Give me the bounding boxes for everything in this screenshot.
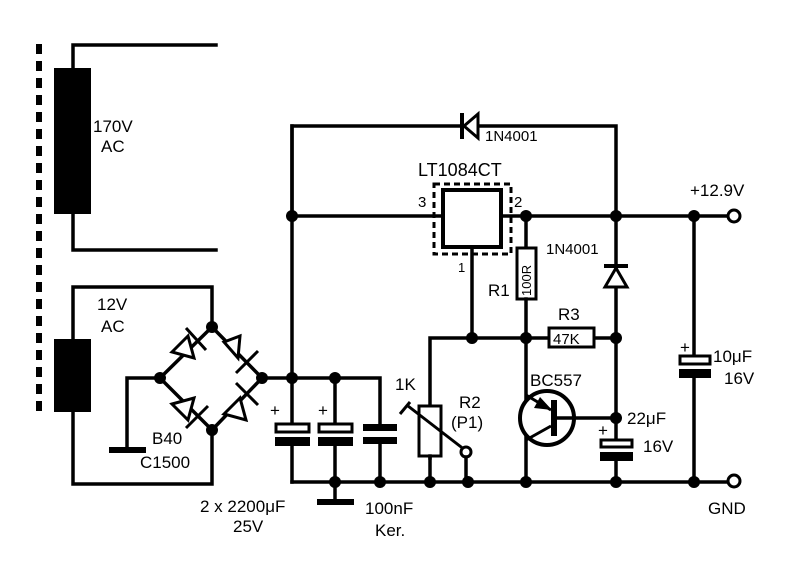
bridge-diode-2 [221, 333, 260, 375]
top-diode: 1N4001 [460, 110, 538, 145]
r1-resistor: 100R [515, 246, 538, 301]
side-diode-label: 1N4001 [546, 241, 599, 258]
output-voltage-label: +12.9V [690, 181, 745, 200]
input-caps-voltage-label: 25V [233, 517, 264, 536]
secondary-wire-bottom [71, 410, 214, 486]
dc-input-rail [260, 376, 382, 427]
bridge-diode-1 [169, 326, 208, 361]
secondary-ac-label: AC [101, 317, 125, 336]
input-caps-value-label: 2 x 2200μF [200, 497, 285, 516]
plus-sign: + [318, 401, 328, 420]
input-cap-1: + [270, 401, 311, 446]
rectifier-ground-symbol [109, 447, 146, 453]
cap-22uf: + 22μF 16V [598, 409, 674, 461]
pot-name: R2 [459, 393, 481, 412]
pot-value: 1K [395, 375, 416, 394]
adj-rail [428, 336, 618, 460]
top-diode-label: 1N4001 [485, 128, 538, 145]
r1-name: R1 [488, 281, 510, 300]
r1-value: 100R [519, 265, 534, 296]
gnd-label: GND [708, 499, 746, 518]
input-ground-symbol [317, 499, 354, 505]
primary-voltage-label: 170V [93, 117, 133, 136]
plus-sign: + [270, 401, 280, 420]
bridge-diode-3 [169, 395, 210, 430]
ceramic-cap-value-label: 100nF [365, 499, 413, 518]
pin-1-label: 1 [458, 260, 465, 275]
ceramic-cap [363, 424, 397, 444]
plus-sign: + [680, 338, 690, 357]
regulator-name: LT1084CT [418, 160, 502, 180]
bridge-rectifier: B40 C1500 [109, 321, 268, 472]
primary-winding [54, 68, 91, 214]
gnd-terminal [726, 473, 742, 489]
primary-ac-label: AC [101, 137, 125, 156]
ceramic-cap-type-label: Ker. [375, 521, 405, 540]
plus-sign: + [598, 421, 608, 440]
positive-terminal [726, 208, 742, 224]
transistor-name: BC557 [530, 371, 582, 390]
pin-3-label: 3 [418, 194, 426, 211]
pin-2-label: 2 [514, 194, 522, 211]
cap-10uf: + 10μF 16V [678, 338, 755, 388]
primary-wire-top [71, 43, 218, 70]
pot-alias: (P1) [451, 413, 483, 432]
transformer-primary: 170V AC [54, 43, 218, 252]
side-diode: 1N4001 [546, 241, 630, 289]
input-cap-2: + [317, 401, 354, 446]
transformer-secondary: 12V AC [54, 285, 214, 486]
primary-wire-bottom [71, 212, 218, 252]
transistor-bc557: BC557 [518, 371, 618, 447]
rectifier-label-c1500: C1500 [140, 453, 190, 472]
r3-resistor: 47K [547, 326, 596, 349]
bypass-wire [290, 124, 618, 218]
cap-10uf-value: 10μF [713, 347, 752, 366]
rectifier-label-b40: B40 [152, 429, 182, 448]
bridge-diode-4 [221, 381, 260, 423]
r3-value: 47K [553, 331, 580, 348]
secondary-winding [54, 339, 91, 412]
secondary-voltage-label: 12V [97, 295, 128, 314]
secondary-wire-top [71, 285, 214, 341]
cap-22uf-voltage: 16V [643, 437, 674, 456]
potentiometer-r2: 1K R2 (P1) [395, 375, 483, 484]
cap-22uf-value: 22μF [627, 409, 666, 428]
r3-name: R3 [558, 305, 580, 324]
cap-10uf-voltage: 16V [724, 369, 755, 388]
